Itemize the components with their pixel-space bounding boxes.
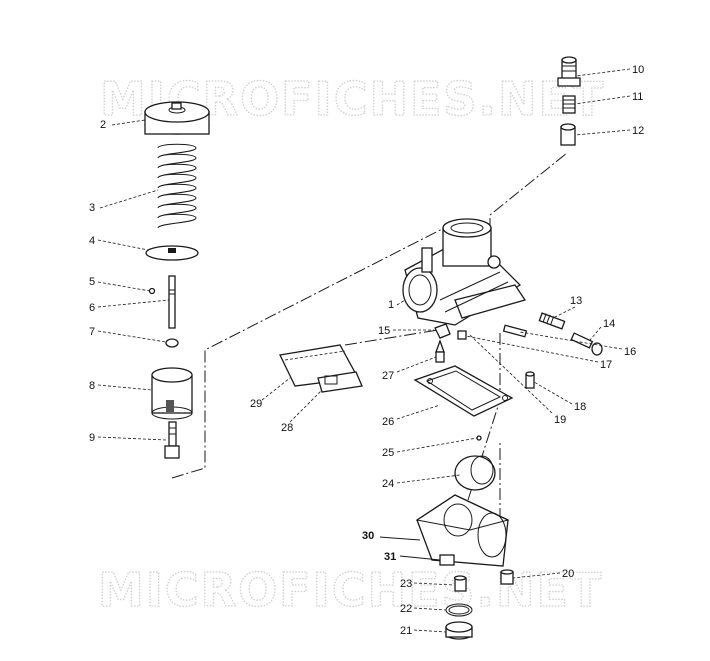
callout-12: 12 — [632, 125, 644, 137]
callout-2: 2 — [100, 119, 106, 131]
callout-19: 19 — [554, 414, 566, 426]
part-14-throttle-stop-screw — [570, 332, 603, 356]
part-28-gasket — [317, 371, 363, 393]
part-27-jet — [435, 339, 445, 363]
callout-18: 18 — [574, 401, 586, 413]
callout-31: 31 — [384, 551, 396, 563]
callout-15: 15 — [378, 325, 390, 337]
part-6-needle — [168, 275, 176, 329]
callout-21: 21 — [400, 625, 412, 637]
callout-11: 11 — [632, 91, 643, 103]
part-2-cap — [144, 101, 210, 135]
callout-22: 22 — [400, 603, 412, 615]
part-5-clip — [148, 287, 156, 295]
part-31-drain-screw — [439, 554, 455, 566]
callout-10: 10 — [632, 64, 644, 76]
part-24-float — [454, 455, 496, 491]
callout-labels: 2 3 4 5 6 7 8 9 1 15 27 29 28 26 25 24 3… — [89, 64, 644, 637]
part-7-washer — [165, 338, 179, 348]
callout-25: 25 — [382, 447, 394, 459]
callout-3: 3 — [89, 202, 95, 214]
part-21-plug — [445, 621, 473, 640]
callout-24: 24 — [382, 478, 394, 490]
part-30-float-bowl — [415, 494, 510, 567]
part-26-float-bowl-gasket — [413, 365, 514, 417]
part-3-spring — [157, 143, 197, 229]
part-4-retainer — [145, 245, 199, 261]
part-11-spring — [562, 95, 576, 114]
part-25-pin — [476, 435, 482, 441]
callout-26: 26 — [382, 416, 394, 428]
callout-8: 8 — [89, 380, 95, 392]
callout-1: 1 — [388, 299, 394, 311]
leader-lines — [97, 68, 631, 633]
callout-20: 20 — [562, 568, 574, 580]
callout-23: 23 — [400, 578, 412, 590]
callout-13: 13 — [570, 295, 582, 307]
part-10-fitting — [557, 56, 581, 87]
callout-7: 7 — [89, 326, 95, 338]
part-16-screw — [502, 324, 528, 338]
part-1-carburetor-body — [402, 218, 527, 326]
callout-5: 5 — [89, 276, 95, 288]
watermark-bottom: MICROFICHES.NET — [98, 563, 603, 617]
assembly-guide-lines — [171, 152, 568, 560]
callout-30: 30 — [362, 530, 374, 542]
callout-16: 16 — [624, 346, 636, 358]
part-15-needle-jet-holder — [434, 323, 451, 339]
part-23-jet — [453, 575, 467, 592]
callout-14: 14 — [603, 318, 615, 330]
callout-17: 17 — [600, 359, 612, 371]
part-18-plug — [525, 371, 535, 389]
part-13-pilot-screw — [538, 312, 566, 330]
part-9-main-jet — [164, 421, 180, 459]
callout-4: 4 — [89, 235, 95, 247]
callout-29: 29 — [250, 398, 262, 410]
part-8-slide — [151, 367, 193, 420]
callout-27: 27 — [382, 370, 394, 382]
callout-28: 28 — [281, 422, 293, 434]
callout-9: 9 — [89, 432, 95, 444]
part-17-spring — [457, 330, 467, 340]
part-20-screw — [500, 569, 514, 585]
part-12-seat — [560, 123, 576, 146]
callout-6: 6 — [89, 302, 95, 314]
